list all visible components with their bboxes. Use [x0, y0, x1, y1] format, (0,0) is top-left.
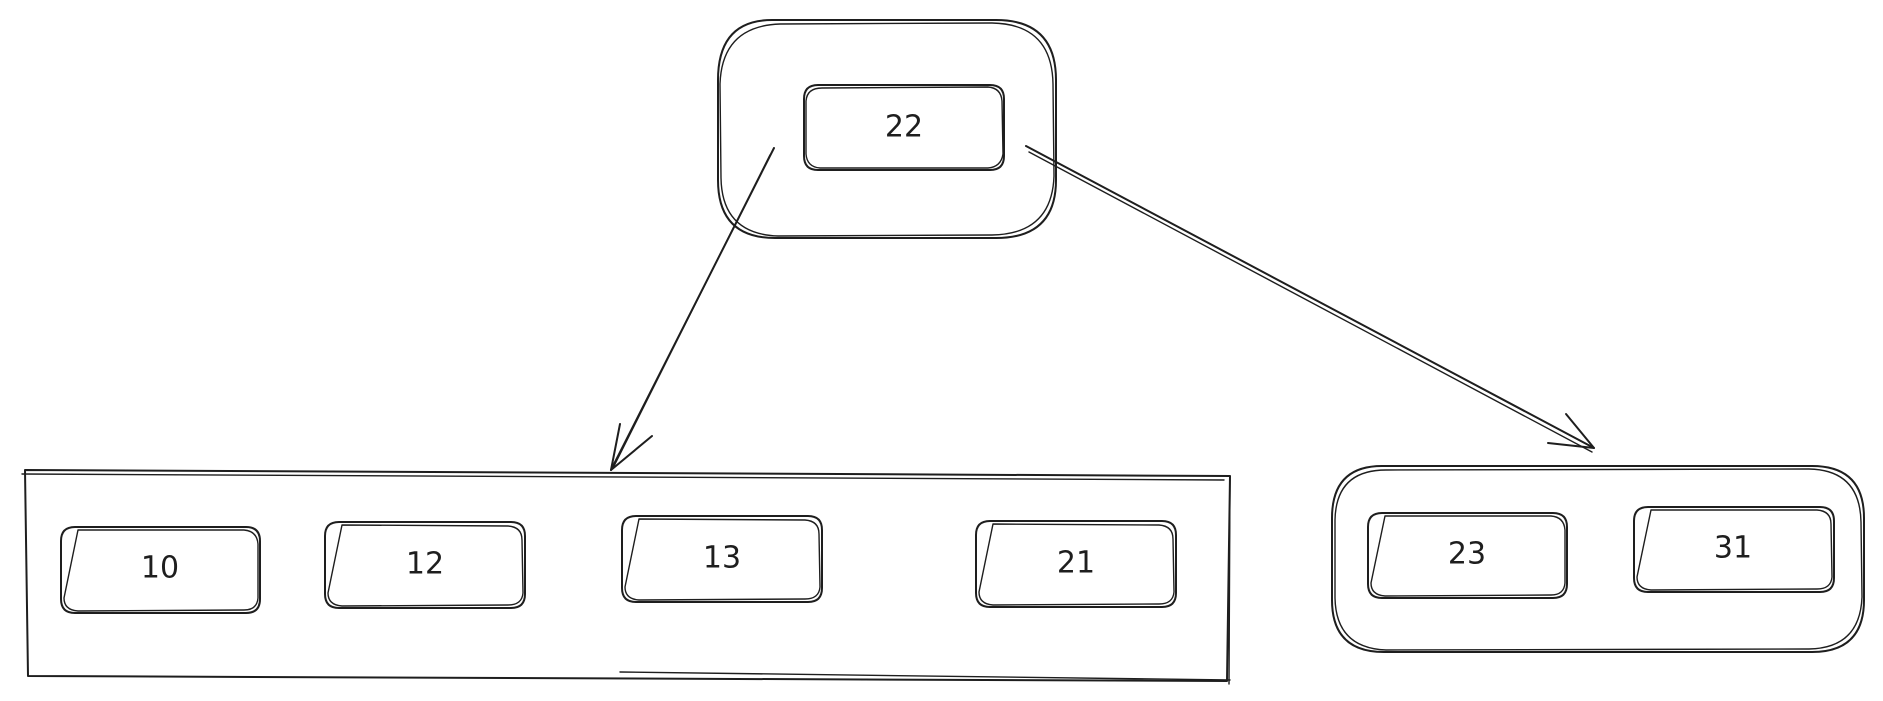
- right-child-node: 23 31: [1331, 465, 1865, 653]
- right-key-box-1: 31: [1633, 506, 1835, 593]
- right-key-0: 23: [1448, 537, 1486, 572]
- left-key-box-2: 13: [621, 515, 823, 603]
- right-key-box-0: 23: [1367, 512, 1568, 599]
- left-key-1: 12: [406, 547, 444, 582]
- left-key-box-1: 12: [324, 521, 526, 609]
- arrow-root-to-right-child: [1025, 145, 1595, 453]
- root-node: 22: [717, 19, 1057, 239]
- root-key-0: 22: [885, 110, 923, 145]
- root-key-box: 22: [803, 84, 1005, 171]
- left-child-node: 10 12 13 21: [21, 469, 1231, 685]
- left-key-0: 10: [141, 551, 179, 586]
- left-key-box-3: 21: [975, 520, 1177, 608]
- left-key-2: 13: [703, 541, 741, 576]
- left-key-box-0: 10: [60, 526, 261, 614]
- left-key-3: 21: [1057, 546, 1095, 581]
- arrow-root-to-left-child: [610, 147, 775, 471]
- right-key-1: 31: [1714, 531, 1752, 566]
